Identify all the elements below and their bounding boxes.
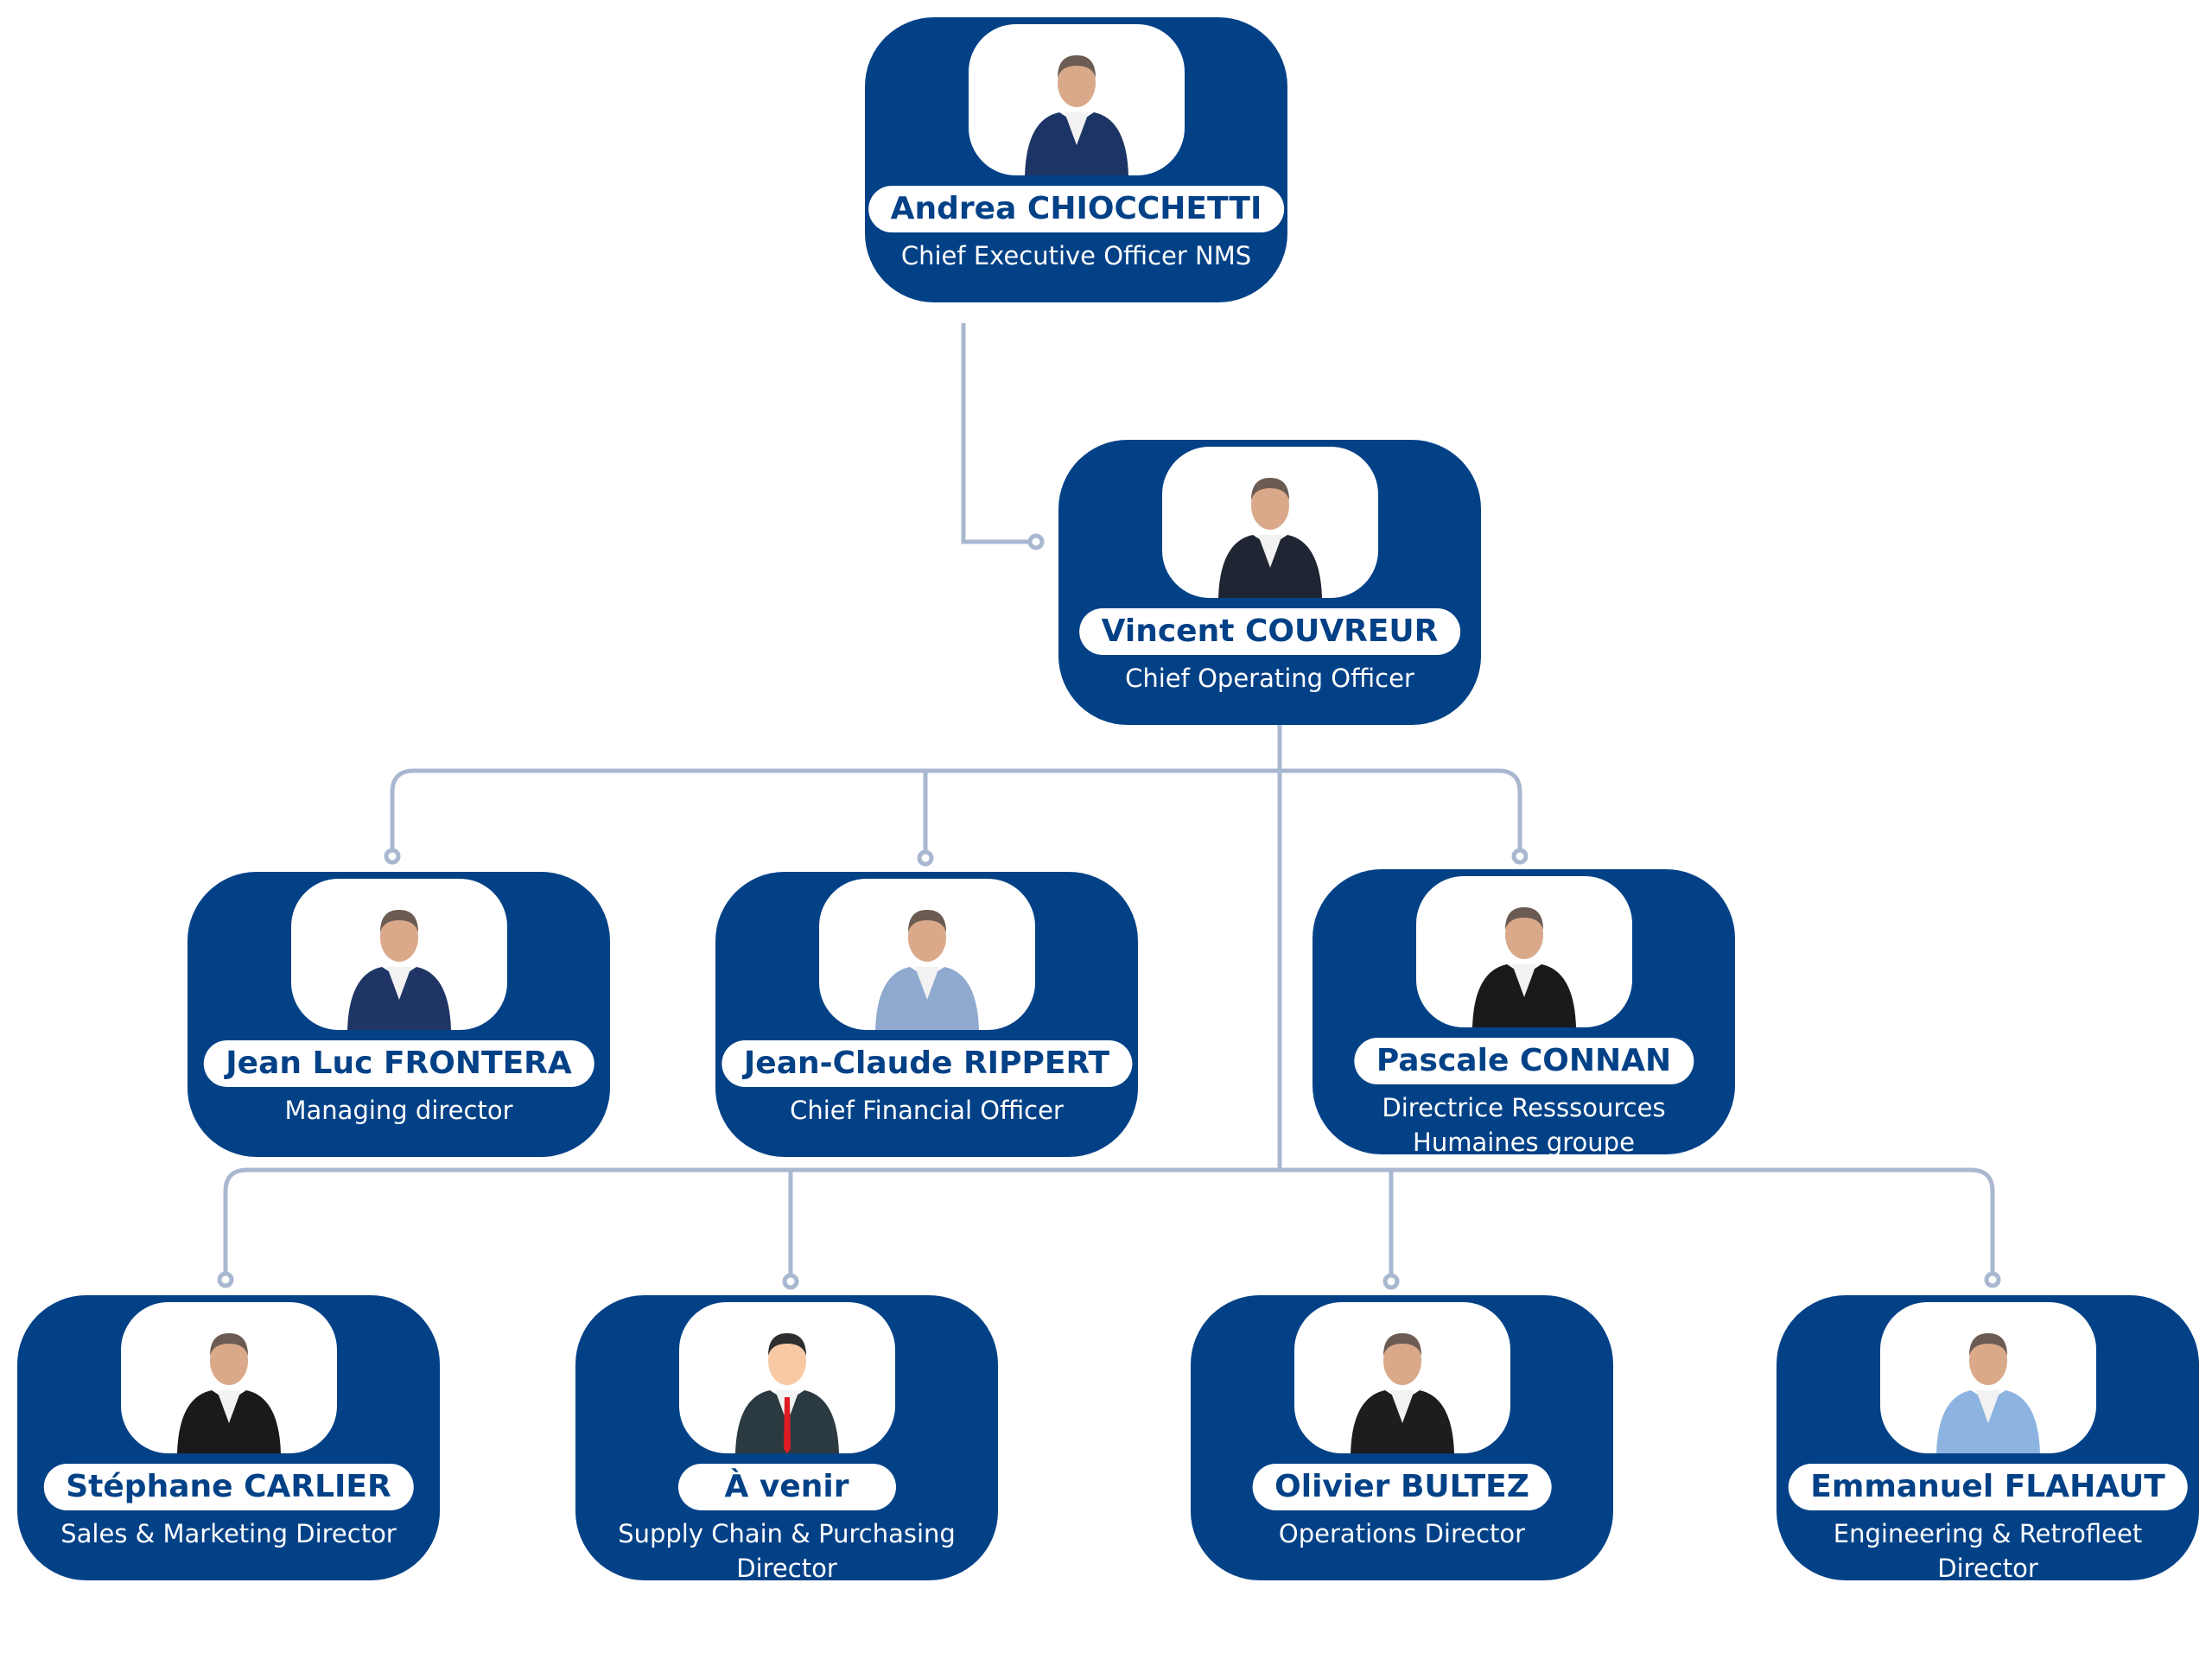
person-role: Operations Director — [1278, 1519, 1526, 1548]
connector-node — [782, 1273, 799, 1290]
connector-node — [1984, 1271, 2001, 1288]
org-card-supply: À venir Supply Chain & Purchasing Direct… — [575, 1295, 998, 1583]
portrait-photo — [818, 879, 1035, 1030]
portrait-photo — [1879, 1302, 2096, 1453]
connector-node — [384, 848, 401, 865]
person-role: Managing director — [284, 1096, 513, 1125]
org-card-coo: Vincent COUVREUR Chief Operating Officer — [1058, 440, 1481, 725]
connector-row2-bus — [390, 768, 1522, 851]
portrait-photo — [290, 879, 507, 1030]
connector-node — [1511, 848, 1529, 865]
org-card-ops: Olivier BULTEZ Operations Director — [1191, 1295, 1613, 1580]
portrait-photo — [120, 1302, 337, 1453]
person-role: Chief Executive Officer NMS — [900, 241, 1252, 270]
person-name: Pascale CONNAN — [1353, 1038, 1694, 1084]
person-role: Chief Financial Officer — [790, 1096, 1064, 1125]
org-card-hr: Pascale CONNAN Directrice Resssources Hu… — [1313, 869, 1735, 1157]
person-name: Vincent COUVREUR — [1078, 608, 1461, 655]
person-role: Engineering & Retrofleet Director — [1833, 1519, 2143, 1583]
org-card-md: Jean Luc FRONTERA Managing director — [188, 872, 610, 1157]
portrait-photo — [1161, 447, 1378, 598]
person-role: Directrice Resssources Humaines groupe — [1382, 1093, 1666, 1157]
portrait-photo — [1294, 1302, 1510, 1453]
person-name: Jean-Claude RIPPERT — [721, 1040, 1133, 1087]
connector-node — [1382, 1273, 1400, 1290]
org-card-sales: Stéphane CARLIER Sales & Marketing Direc… — [17, 1295, 440, 1580]
person-name: À venir — [677, 1464, 896, 1510]
portrait-photo — [968, 24, 1185, 175]
connector-row3-bus — [223, 1167, 1995, 1274]
org-card-ceo: Andrea CHIOCCHETTI Chief Executive Offic… — [865, 17, 1287, 302]
connector-node — [1027, 533, 1045, 550]
person-role: Sales & Marketing Director — [60, 1519, 397, 1548]
person-role: Chief Operating Officer — [1125, 664, 1414, 693]
portrait-photo — [1415, 876, 1632, 1027]
connector-node — [917, 849, 934, 867]
person-name: Andrea CHIOCCHETTI — [868, 186, 1285, 232]
person-name: Stéphane CARLIER — [43, 1464, 414, 1510]
connector-node — [217, 1271, 234, 1288]
org-card-cfo: Jean-Claude RIPPERT Chief Financial Offi… — [715, 872, 1138, 1157]
person-role: Supply Chain & Purchasing Director — [618, 1519, 956, 1583]
placeholder-avatar-icon — [678, 1302, 895, 1453]
person-name: Olivier BULTEZ — [1252, 1464, 1552, 1510]
org-card-eng: Emmanuel FLAHAUT Engineering & Retroflee… — [1777, 1295, 2199, 1583]
connector-ceo-coo — [961, 323, 1031, 544]
person-name: Jean Luc FRONTERA — [203, 1040, 594, 1087]
person-name: Emmanuel FLAHAUT — [1788, 1464, 2188, 1510]
